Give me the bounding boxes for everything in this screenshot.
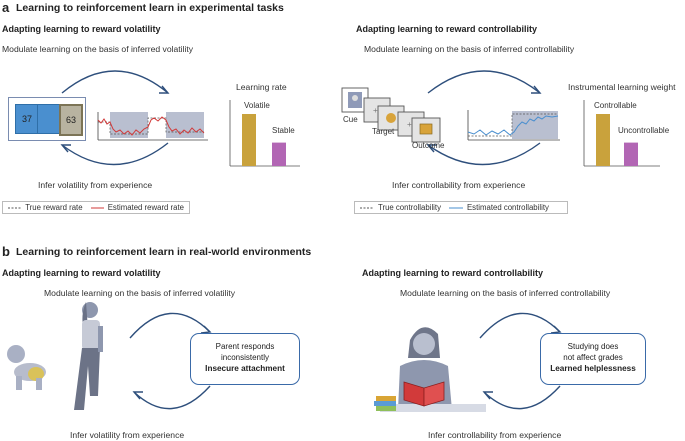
panel-a-right-bottom-caption: Infer controllability from experience xyxy=(392,180,526,190)
callout-right-line2: not affect grades xyxy=(563,353,623,362)
panel-b-left-bottom-caption: Infer volatility from experience xyxy=(70,430,185,440)
screen-label-target: Target xyxy=(372,127,395,136)
bar-stable xyxy=(272,142,286,166)
card-left: 37 xyxy=(15,104,39,134)
bar-title-instrumental-weight: Instrumental learning weight xyxy=(568,82,676,92)
callout-left-bold: Insecure attachment xyxy=(205,364,285,373)
cycle-arrows-b-left xyxy=(129,312,212,410)
bandit-cards-box: 37 63 xyxy=(8,97,86,141)
panel-a-letter: a xyxy=(2,0,10,15)
studying-illustration xyxy=(374,327,486,412)
screen-label-outcome: Outcome xyxy=(412,141,445,150)
legend-true-reward-rate: True reward rate xyxy=(25,203,83,212)
card-middle xyxy=(37,104,61,134)
bar-controllable xyxy=(596,114,610,166)
panel-b-left-subtitle: Adapting learning to reward volatility xyxy=(2,268,161,278)
bar-label-stable: Stable xyxy=(272,126,295,135)
instrumental-weight-bars xyxy=(583,100,660,167)
panel-b-right-top-caption: Modulate learning on the basis of inferr… xyxy=(400,288,611,298)
parent-child-illustration xyxy=(7,302,103,410)
panel-a-right-subtitle: Adapting learning to reward controllabil… xyxy=(356,24,538,34)
cycle-arrows-a-right xyxy=(426,70,542,166)
legend-a-right: True controllability Estimated controlla… xyxy=(354,201,568,214)
bar-uncontrollable xyxy=(624,142,638,166)
callout-learned-helplessness: Studying does not affect grades Learned … xyxy=(540,333,646,385)
panel-a-left-subtitle: Adapting learning to reward volatility xyxy=(2,24,161,34)
svg-text:+: + xyxy=(407,120,412,129)
callout-right-bold: Learned helplessness xyxy=(550,364,636,373)
panel-b-letter: b xyxy=(2,244,10,259)
legend-estimated-controllability: Estimated controllability xyxy=(466,203,549,212)
panel-a-left-top-caption: Modulate learning on the basis of inferr… xyxy=(2,44,194,54)
learning-rate-bars xyxy=(229,100,300,167)
callout-insecure-attachment: Parent responds inconsistently Insecure … xyxy=(190,333,300,385)
bar-volatile xyxy=(242,114,256,166)
cycle-arrows-a-left xyxy=(60,70,170,166)
panel-b-left-top-caption: Modulate learning on the basis of inferr… xyxy=(44,288,236,298)
bar-label-controllable: Controllable xyxy=(594,101,637,110)
bar-label-volatile: Volatile xyxy=(244,101,270,110)
reward-rate-plot xyxy=(97,112,208,141)
panel-a-title: Learning to reinforcement learn in exper… xyxy=(16,2,284,14)
panel-b-right-bottom-caption: Infer controllability from experience xyxy=(428,430,562,440)
screen-label-cue: Cue xyxy=(343,115,358,124)
panel-b-title: Learning to reinforcement learn in real-… xyxy=(16,246,312,258)
callout-left-line1: Parent responds xyxy=(215,342,275,351)
bar-title-learning-rate: Learning rate xyxy=(236,82,287,92)
panel-b-right-subtitle: Adapting learning to reward controllabil… xyxy=(362,268,544,278)
callout-left-line2: inconsistently xyxy=(220,353,270,362)
card-right: 63 xyxy=(59,104,83,136)
bar-label-uncontrollable: Uncontrollable xyxy=(618,126,670,135)
callout-right-line1: Studying does xyxy=(567,342,619,351)
panel-a-left-bottom-caption: Infer volatility from experience xyxy=(38,180,153,190)
cycle-arrows-b-right xyxy=(479,312,562,410)
controllability-plot xyxy=(467,110,560,141)
legend-a-left: True reward rate Estimated reward rate xyxy=(2,201,190,214)
task-screens: + + xyxy=(341,87,441,143)
panel-a-right-top-caption: Modulate learning on the basis of inferr… xyxy=(364,44,575,54)
svg-text:+: + xyxy=(373,106,378,115)
legend-estimated-reward-rate: Estimated reward rate xyxy=(107,203,184,212)
legend-true-controllability: True controllability xyxy=(378,203,441,212)
